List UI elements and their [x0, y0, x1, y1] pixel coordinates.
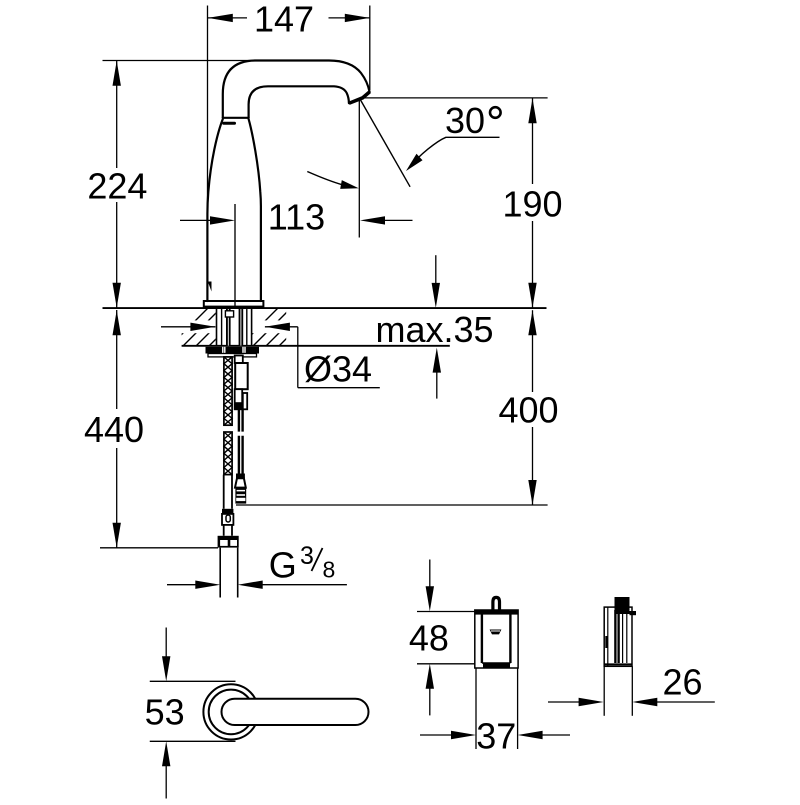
svg-text:30: 30	[445, 100, 485, 141]
svg-text:3: 3	[300, 542, 314, 570]
svg-text:113: 113	[268, 197, 325, 238]
svg-text:G: G	[269, 545, 297, 586]
svg-text:400: 400	[498, 390, 558, 431]
svg-text:53: 53	[145, 692, 185, 733]
svg-text:224: 224	[87, 166, 147, 207]
svg-text:max.35: max.35	[375, 309, 493, 350]
svg-text:48: 48	[409, 618, 449, 659]
svg-text:147: 147	[254, 0, 314, 40]
svg-text:26: 26	[662, 662, 702, 703]
svg-text:190: 190	[502, 184, 562, 225]
svg-text:440: 440	[84, 409, 144, 450]
svg-text:Ø34: Ø34	[304, 349, 372, 390]
svg-text:8: 8	[323, 557, 336, 583]
svg-text:37: 37	[476, 716, 516, 757]
